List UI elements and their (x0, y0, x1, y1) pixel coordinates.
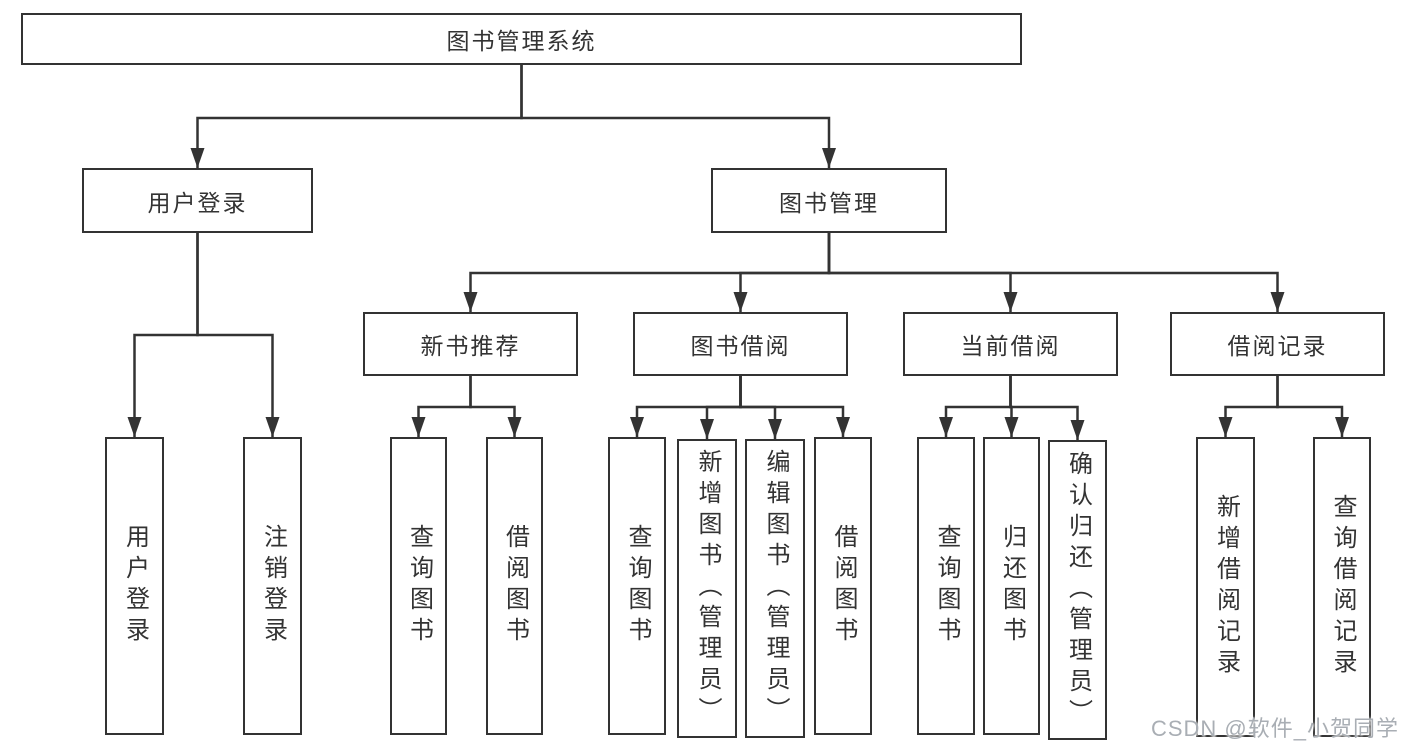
edge-book-mgmt-book-borrow (739, 233, 831, 312)
node-label-bb-add: 新增图书（管理员） (694, 449, 721, 728)
arrowhead-cb-return (1004, 417, 1019, 437)
edge-current-borrow-cb-query (944, 376, 1012, 437)
arrowhead-new-book-rec (463, 292, 478, 312)
arrowhead-br-query (1335, 417, 1349, 437)
edge-book-borrow-bb-borrow (739, 376, 845, 437)
edge-book-borrow-bb-add (705, 376, 742, 439)
edge-root-book-mgmt (520, 65, 831, 168)
node-label-current-borrow: 当前借阅 (960, 333, 1061, 359)
node-label-cb-return: 归还图书 (998, 524, 1026, 648)
edge-root-user-login (196, 65, 523, 168)
arrowhead-br-add (1218, 417, 1233, 437)
node-label-rec-borrow: 借阅图书 (501, 524, 529, 648)
edge-new-book-rec-rec-borrow (469, 376, 516, 437)
arrowhead-logout (265, 417, 280, 437)
node-borrow-record: 借阅记录 (1170, 312, 1385, 376)
node-label-br-add: 新增借阅记录 (1212, 494, 1240, 680)
node-br-query: 查询借阅记录 (1313, 437, 1371, 737)
arrowhead-cb-query (939, 417, 953, 437)
node-rec-borrow: 借阅图书 (486, 437, 543, 735)
node-current-borrow: 当前借阅 (903, 312, 1118, 376)
node-book-mgmt: 图书管理 (711, 168, 947, 233)
watermark: CSDN @软件_小贺同学 (1150, 716, 1399, 741)
node-cb-query: 查询图书 (917, 437, 975, 735)
edge-user-login-logout (196, 233, 274, 437)
node-label-rec-query: 查询图书 (405, 524, 433, 648)
node-bb-borrow: 借阅图书 (814, 437, 872, 735)
node-label-br-query: 查询借阅记录 (1329, 494, 1356, 680)
arrowhead-current-borrow (1003, 292, 1018, 312)
arrowhead-bb-add (700, 419, 714, 439)
edge-current-borrow-cb-confirm (1009, 376, 1079, 440)
node-label-cb-confirm: 确认归还（管理员） (1064, 450, 1092, 730)
node-bb-add: 新增图书（管理员） (677, 439, 737, 738)
node-bb-edit: 编辑图书（管理员） (745, 439, 805, 738)
node-login: 用户登录 (105, 437, 164, 735)
arrowhead-bb-query (630, 417, 644, 437)
arrowhead-bb-borrow (836, 417, 850, 437)
arrowhead-book-borrow (733, 292, 748, 312)
arrowhead-cb-confirm (1070, 420, 1085, 440)
arrowhead-rec-query (411, 417, 426, 437)
edge-new-book-rec-rec-query (417, 376, 472, 437)
edge-book-mgmt-borrow-record (827, 233, 1279, 312)
node-user-login: 用户登录 (82, 168, 313, 233)
node-label-login: 用户登录 (121, 524, 149, 648)
node-label-root: 图书管理系统 (446, 28, 597, 54)
node-cb-return: 归还图书 (983, 437, 1040, 735)
edge-borrow-record-br-add (1224, 376, 1279, 437)
node-label-bb-borrow: 借阅图书 (830, 524, 857, 648)
node-br-add: 新增借阅记录 (1196, 437, 1255, 737)
edge-user-login-login (133, 233, 199, 437)
arrowhead-user-login (190, 148, 205, 168)
node-rec-query: 查询图书 (390, 437, 447, 735)
node-label-borrow-record: 借阅记录 (1227, 333, 1328, 359)
node-label-bb-query: 查询图书 (624, 524, 651, 648)
node-logout: 注销登录 (243, 437, 302, 735)
node-new-book-rec: 新书推荐 (363, 312, 578, 376)
node-label-new-book-rec: 新书推荐 (420, 333, 521, 359)
arrowhead-borrow-record (1270, 292, 1285, 312)
arrowhead-login (127, 417, 142, 437)
node-label-book-borrow: 图书借阅 (690, 333, 791, 359)
node-cb-confirm: 确认归还（管理员） (1048, 440, 1107, 740)
node-label-book-mgmt: 图书管理 (779, 189, 879, 216)
node-book-borrow: 图书借阅 (633, 312, 848, 376)
node-bb-query: 查询图书 (608, 437, 666, 735)
node-root: 图书管理系统 (21, 13, 1022, 65)
node-label-bb-edit: 编辑图书（管理员） (762, 449, 789, 728)
edge-borrow-record-br-query (1276, 376, 1344, 437)
node-label-logout: 注销登录 (259, 524, 287, 648)
node-label-cb-query: 查询图书 (933, 524, 960, 648)
arrowhead-rec-borrow (507, 417, 522, 437)
arrowhead-book-mgmt (822, 148, 836, 168)
arrowhead-bb-edit (768, 419, 782, 439)
node-label-user-login: 用户登录 (147, 189, 248, 216)
